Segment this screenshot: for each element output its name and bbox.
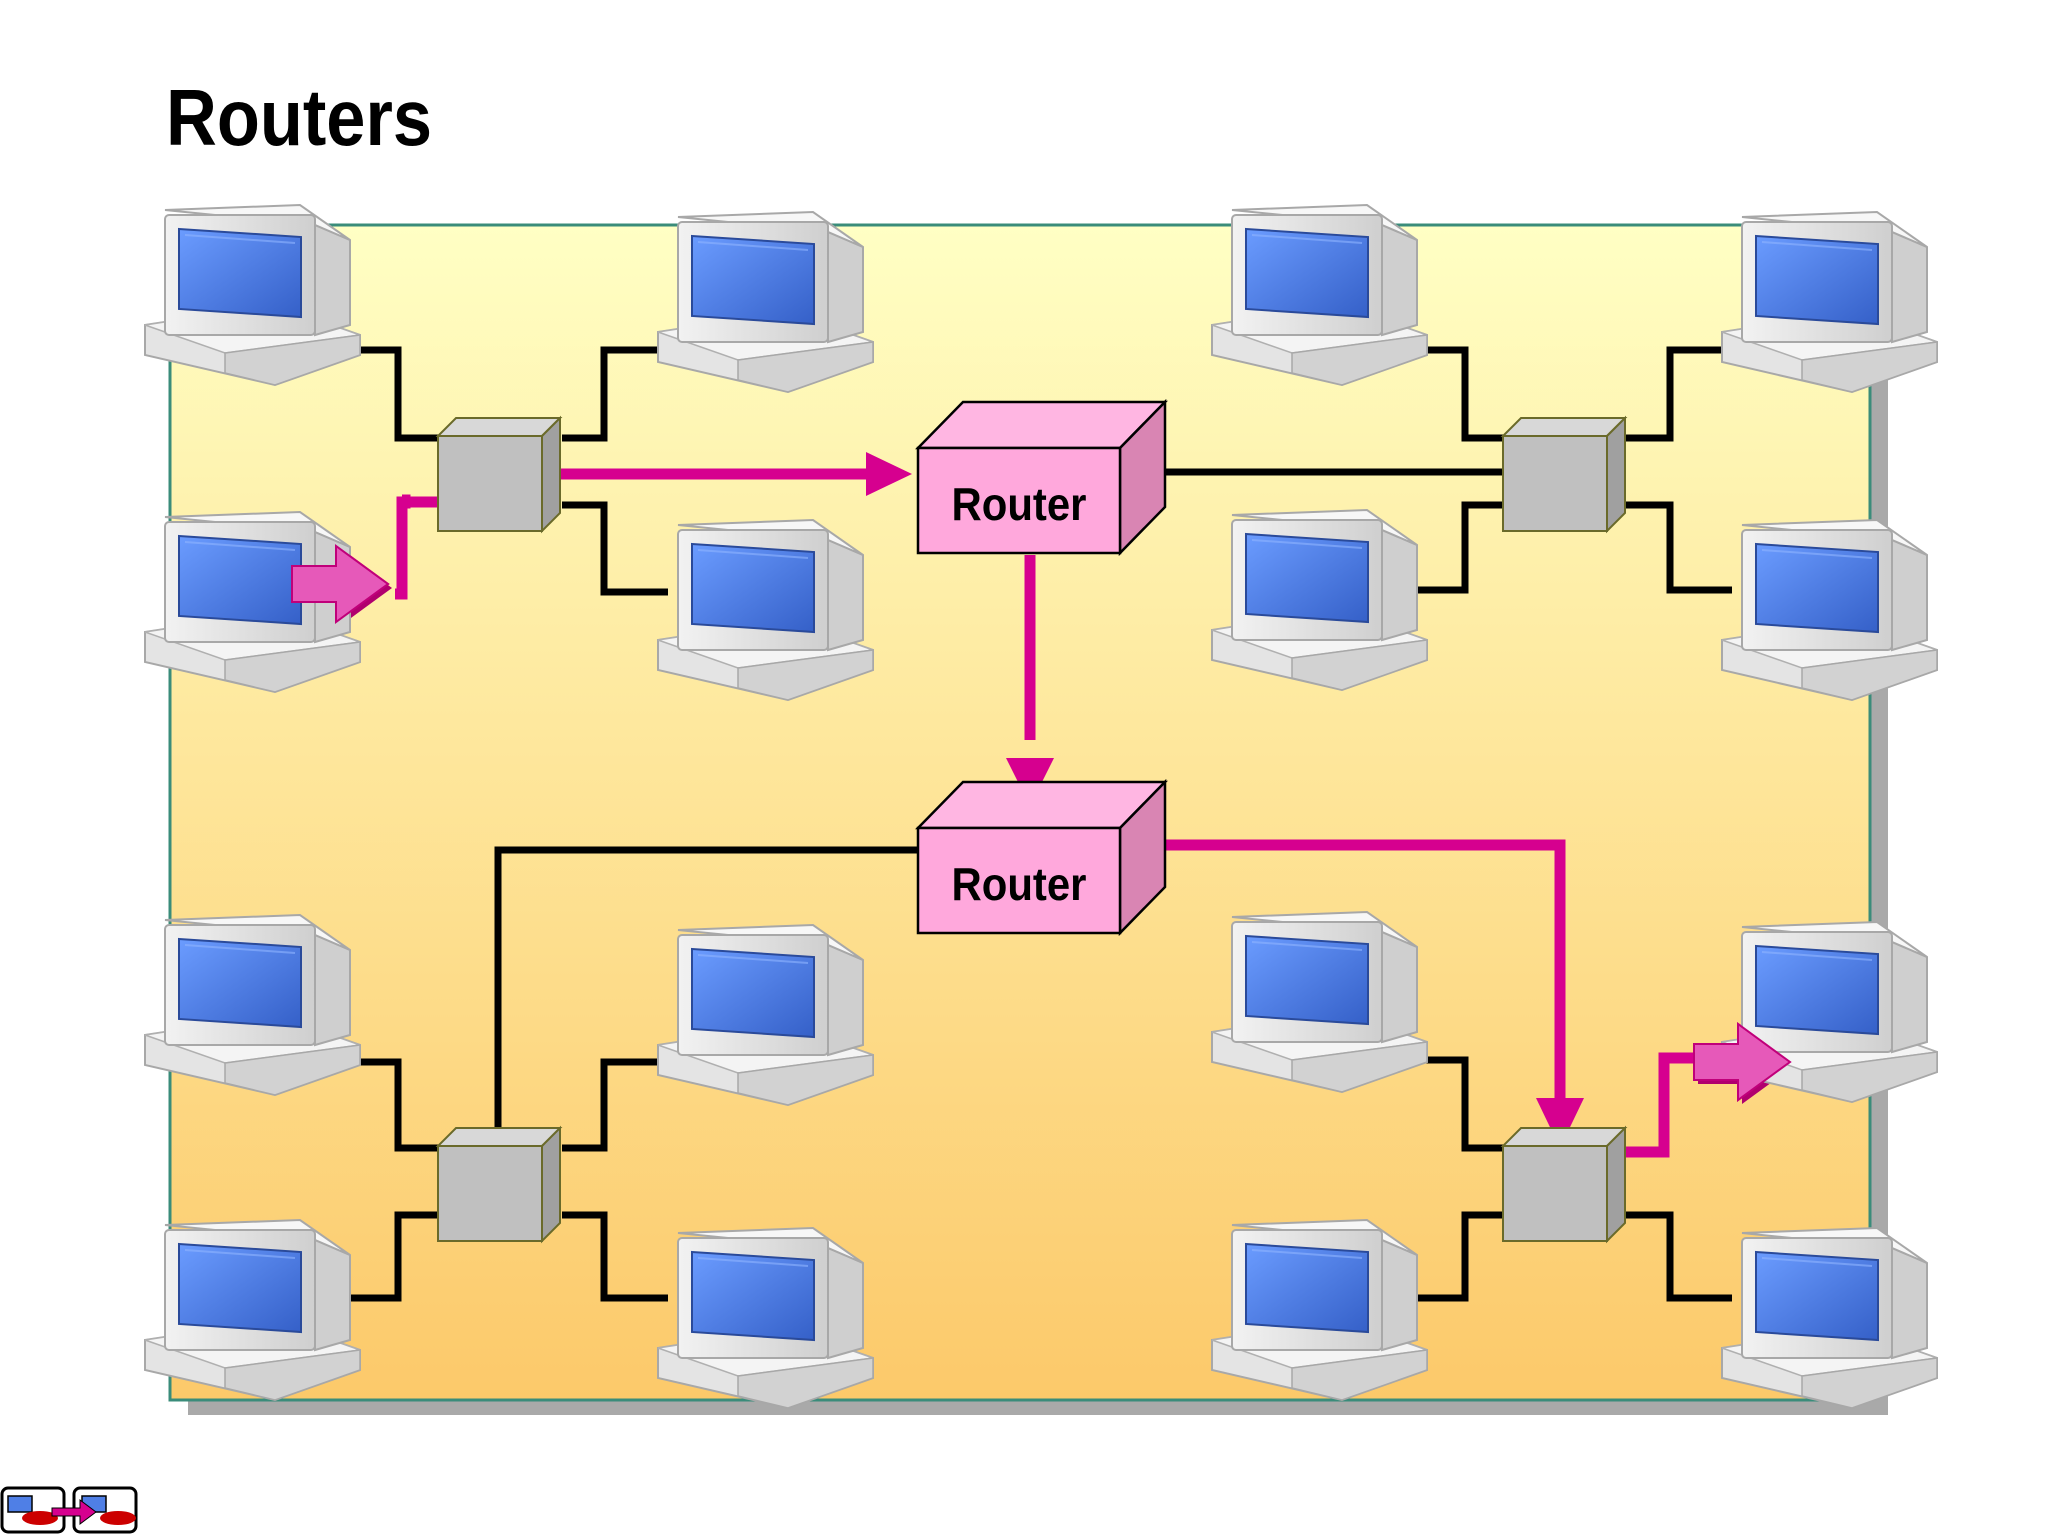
computer-icon (1211, 911, 1428, 1093)
router-1: Router (915, 398, 1168, 557)
hub-icon (1502, 417, 1626, 532)
navigation-icon[interactable] (0, 1484, 150, 1536)
computer-icon (1721, 1227, 1938, 1409)
arrow-to-router-1 (866, 452, 912, 496)
computer-icon (657, 1227, 874, 1409)
hub-icon (437, 417, 561, 532)
receive-arrow-overlay (1693, 1022, 1792, 1102)
computer-icon (1211, 1219, 1428, 1401)
hub-icon (1502, 1127, 1626, 1242)
computer-icon (657, 924, 874, 1106)
router-2: Router (915, 778, 1168, 937)
router-label: Router (952, 478, 1087, 530)
computer-icon (1721, 211, 1938, 393)
computer-icon (657, 519, 874, 701)
computer-icon (1721, 519, 1938, 701)
data-path (395, 468, 1700, 1158)
slide-title: Routers (166, 73, 432, 162)
computer-icon (1211, 204, 1428, 386)
computer-icon (1211, 509, 1428, 691)
computer-icon (144, 1219, 361, 1401)
hub-icon (437, 1127, 561, 1242)
computer-icon (144, 204, 361, 386)
router-label: Router (952, 858, 1087, 910)
computer-icon (657, 211, 874, 393)
computer-icon (144, 914, 361, 1096)
arrow-to-hub (1536, 1098, 1584, 1148)
send-arrow-overlay (291, 544, 390, 624)
cables (335, 346, 1732, 1302)
